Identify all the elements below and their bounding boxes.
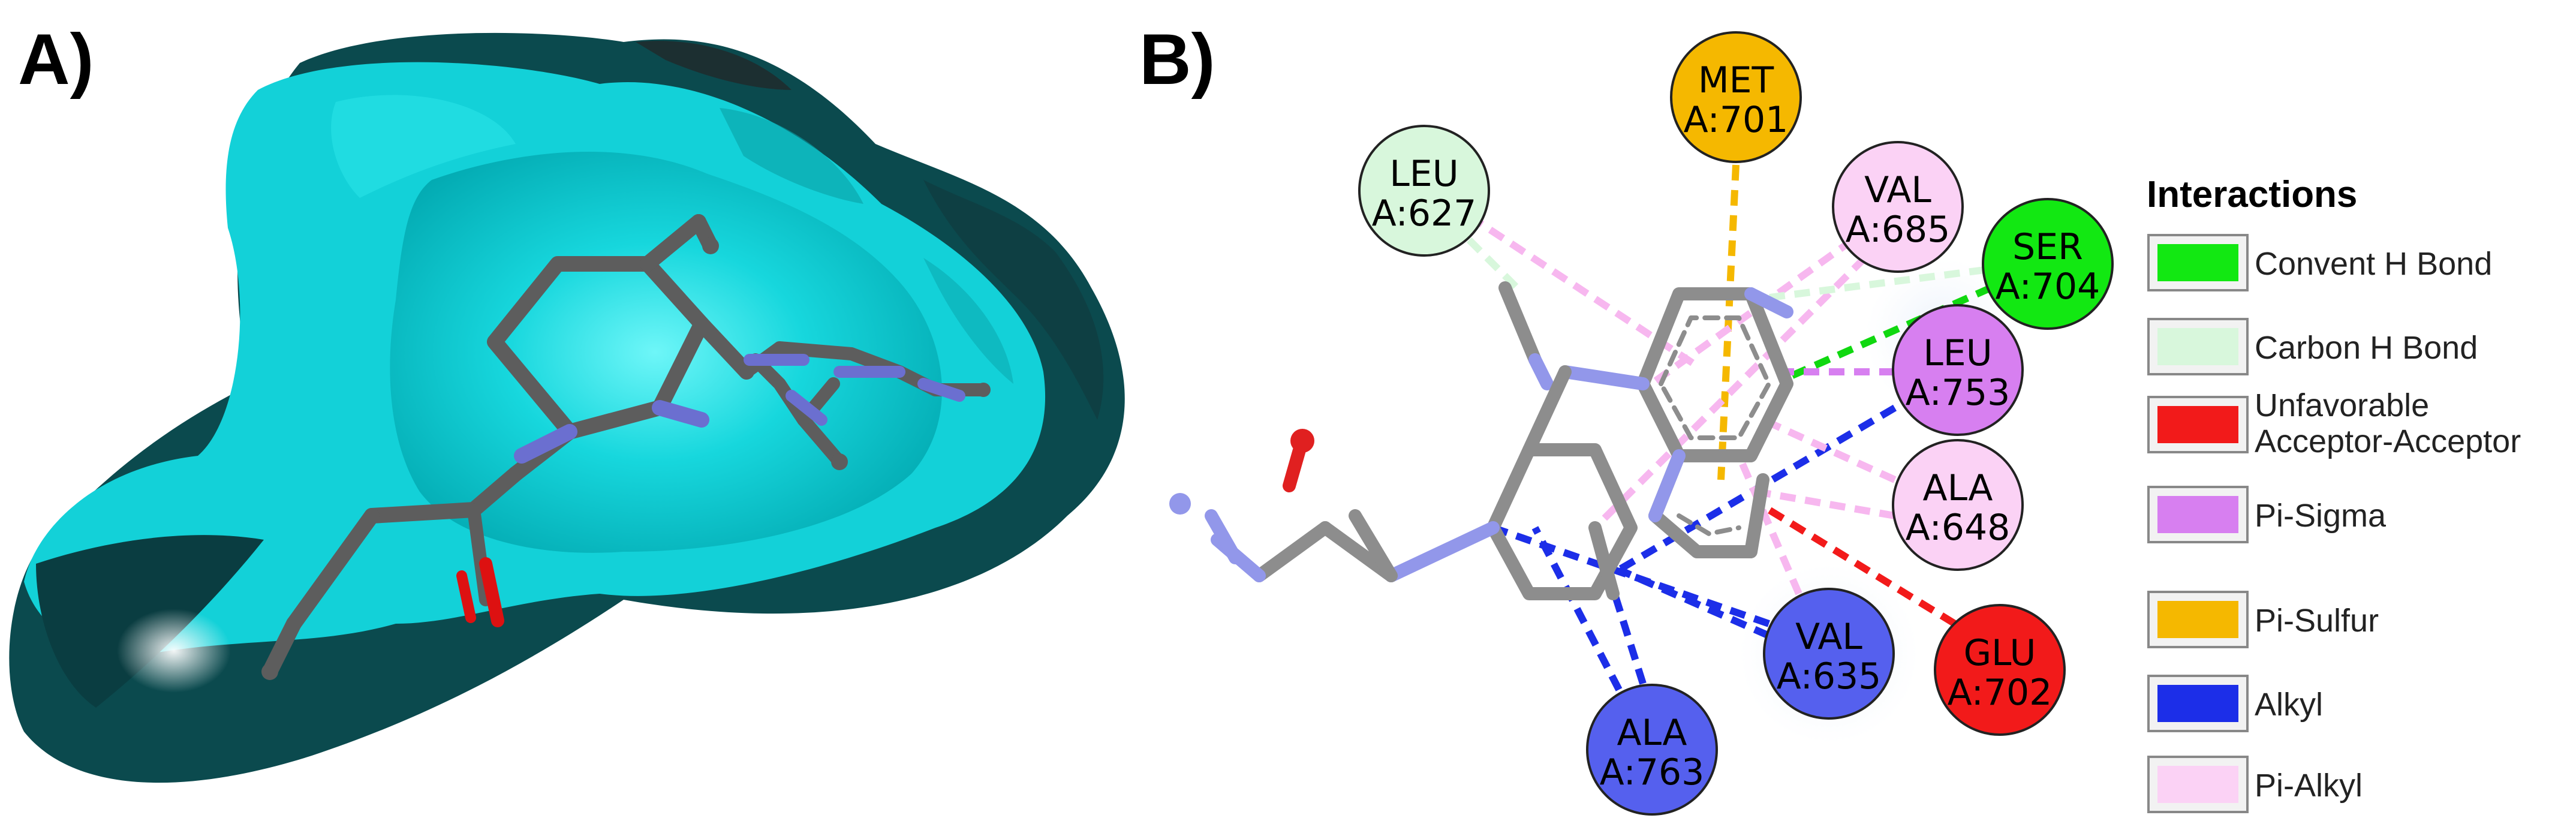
ligand-2d xyxy=(1169,281,1793,600)
residue-circle xyxy=(1670,31,1802,163)
ser704-h-bond-line xyxy=(1785,284,1993,381)
residue-circle xyxy=(1892,439,2024,571)
residue-name: MET xyxy=(1698,59,1774,101)
residue-circle xyxy=(1358,125,1490,257)
residue-number: A:627 xyxy=(1372,193,1477,234)
legend-label: Pi-Sigma xyxy=(2255,498,2387,534)
residue-circle xyxy=(1982,198,2114,330)
val635-alkyl-line-2 xyxy=(1492,524,1770,627)
residue-circle xyxy=(1832,141,1964,273)
residue-circle xyxy=(1763,588,1895,720)
legend-item: Pi-Sigma xyxy=(2147,486,2387,543)
legend-swatch xyxy=(2157,601,2238,638)
legend-label: Alkyl xyxy=(2255,687,2323,723)
residue-name: LEU xyxy=(1923,332,1992,374)
val685-pi-alkyl-line-1 xyxy=(1592,255,1868,531)
ala763-alkyl-line-2 xyxy=(1603,569,1647,685)
legend-swatch xyxy=(2157,406,2238,443)
legend-item: Alkyl xyxy=(2147,675,2323,732)
legend-swatch xyxy=(2157,244,2238,281)
legend-swatch xyxy=(2157,685,2238,722)
legend-label: Pi-Alkyl xyxy=(2255,768,2363,804)
residue-name: LEU xyxy=(1389,153,1458,195)
residue-circle xyxy=(1934,604,2066,736)
protein-surface xyxy=(9,32,1125,783)
panel-b: B) xyxy=(1139,19,2521,816)
legend-title: Interactions xyxy=(2147,174,2357,215)
legend-swatch xyxy=(2157,496,2238,533)
residue-number: A:763 xyxy=(1600,751,1705,793)
legend-label: Pi-Sulfur xyxy=(2255,603,2379,639)
residue-name: ALA xyxy=(1923,467,1993,509)
panel-b-label: B) xyxy=(1139,19,1215,100)
residue-number: A:702 xyxy=(1948,672,2053,714)
legend-item: Pi-Alkyl xyxy=(2147,756,2363,813)
legend-item: Convent H Bond xyxy=(2147,234,2492,291)
residue-number: A:704 xyxy=(1996,266,2100,308)
residue-name: ALA xyxy=(1617,712,1687,754)
legend-label: Convent H Bond xyxy=(2255,246,2492,282)
residue-circle xyxy=(1586,684,1718,816)
legend-swatch xyxy=(2157,766,2238,803)
met701-pi-sulfur-line xyxy=(1717,164,1740,480)
glu702-unfavorable-line xyxy=(1767,506,1957,627)
legend-item: Pi-Sulfur xyxy=(2147,591,2379,648)
legend-swatch xyxy=(2157,328,2238,365)
ala763-alkyl-line-1 xyxy=(1531,526,1623,691)
residue-name: VAL xyxy=(1795,616,1862,658)
residue-number: A:685 xyxy=(1846,209,1951,251)
panel-a-label: A) xyxy=(18,19,94,100)
residue-number: A:648 xyxy=(1906,507,2011,549)
val685-pi-alkyl-line-2 xyxy=(1641,237,1855,393)
legend-label: Carbon H Bond xyxy=(2255,330,2478,366)
residue-number: A:635 xyxy=(1777,655,1882,697)
ser704-carbon-h-line xyxy=(1750,266,1985,303)
residue-name: GLU xyxy=(1964,632,2036,674)
ligand-3d xyxy=(261,214,991,680)
residue-name: VAL xyxy=(1864,169,1931,211)
residue-name: SER xyxy=(2012,226,2083,268)
leu627-carbon-h-line xyxy=(1466,237,1520,291)
residue-number: A:701 xyxy=(1684,99,1789,141)
surface-highlight xyxy=(117,609,231,693)
residue-number: A:753 xyxy=(1906,372,2011,414)
panel-a: A) xyxy=(9,19,1125,783)
legend-item: Carbon H Bond xyxy=(2147,318,2478,375)
residue-circle xyxy=(1892,304,2024,436)
